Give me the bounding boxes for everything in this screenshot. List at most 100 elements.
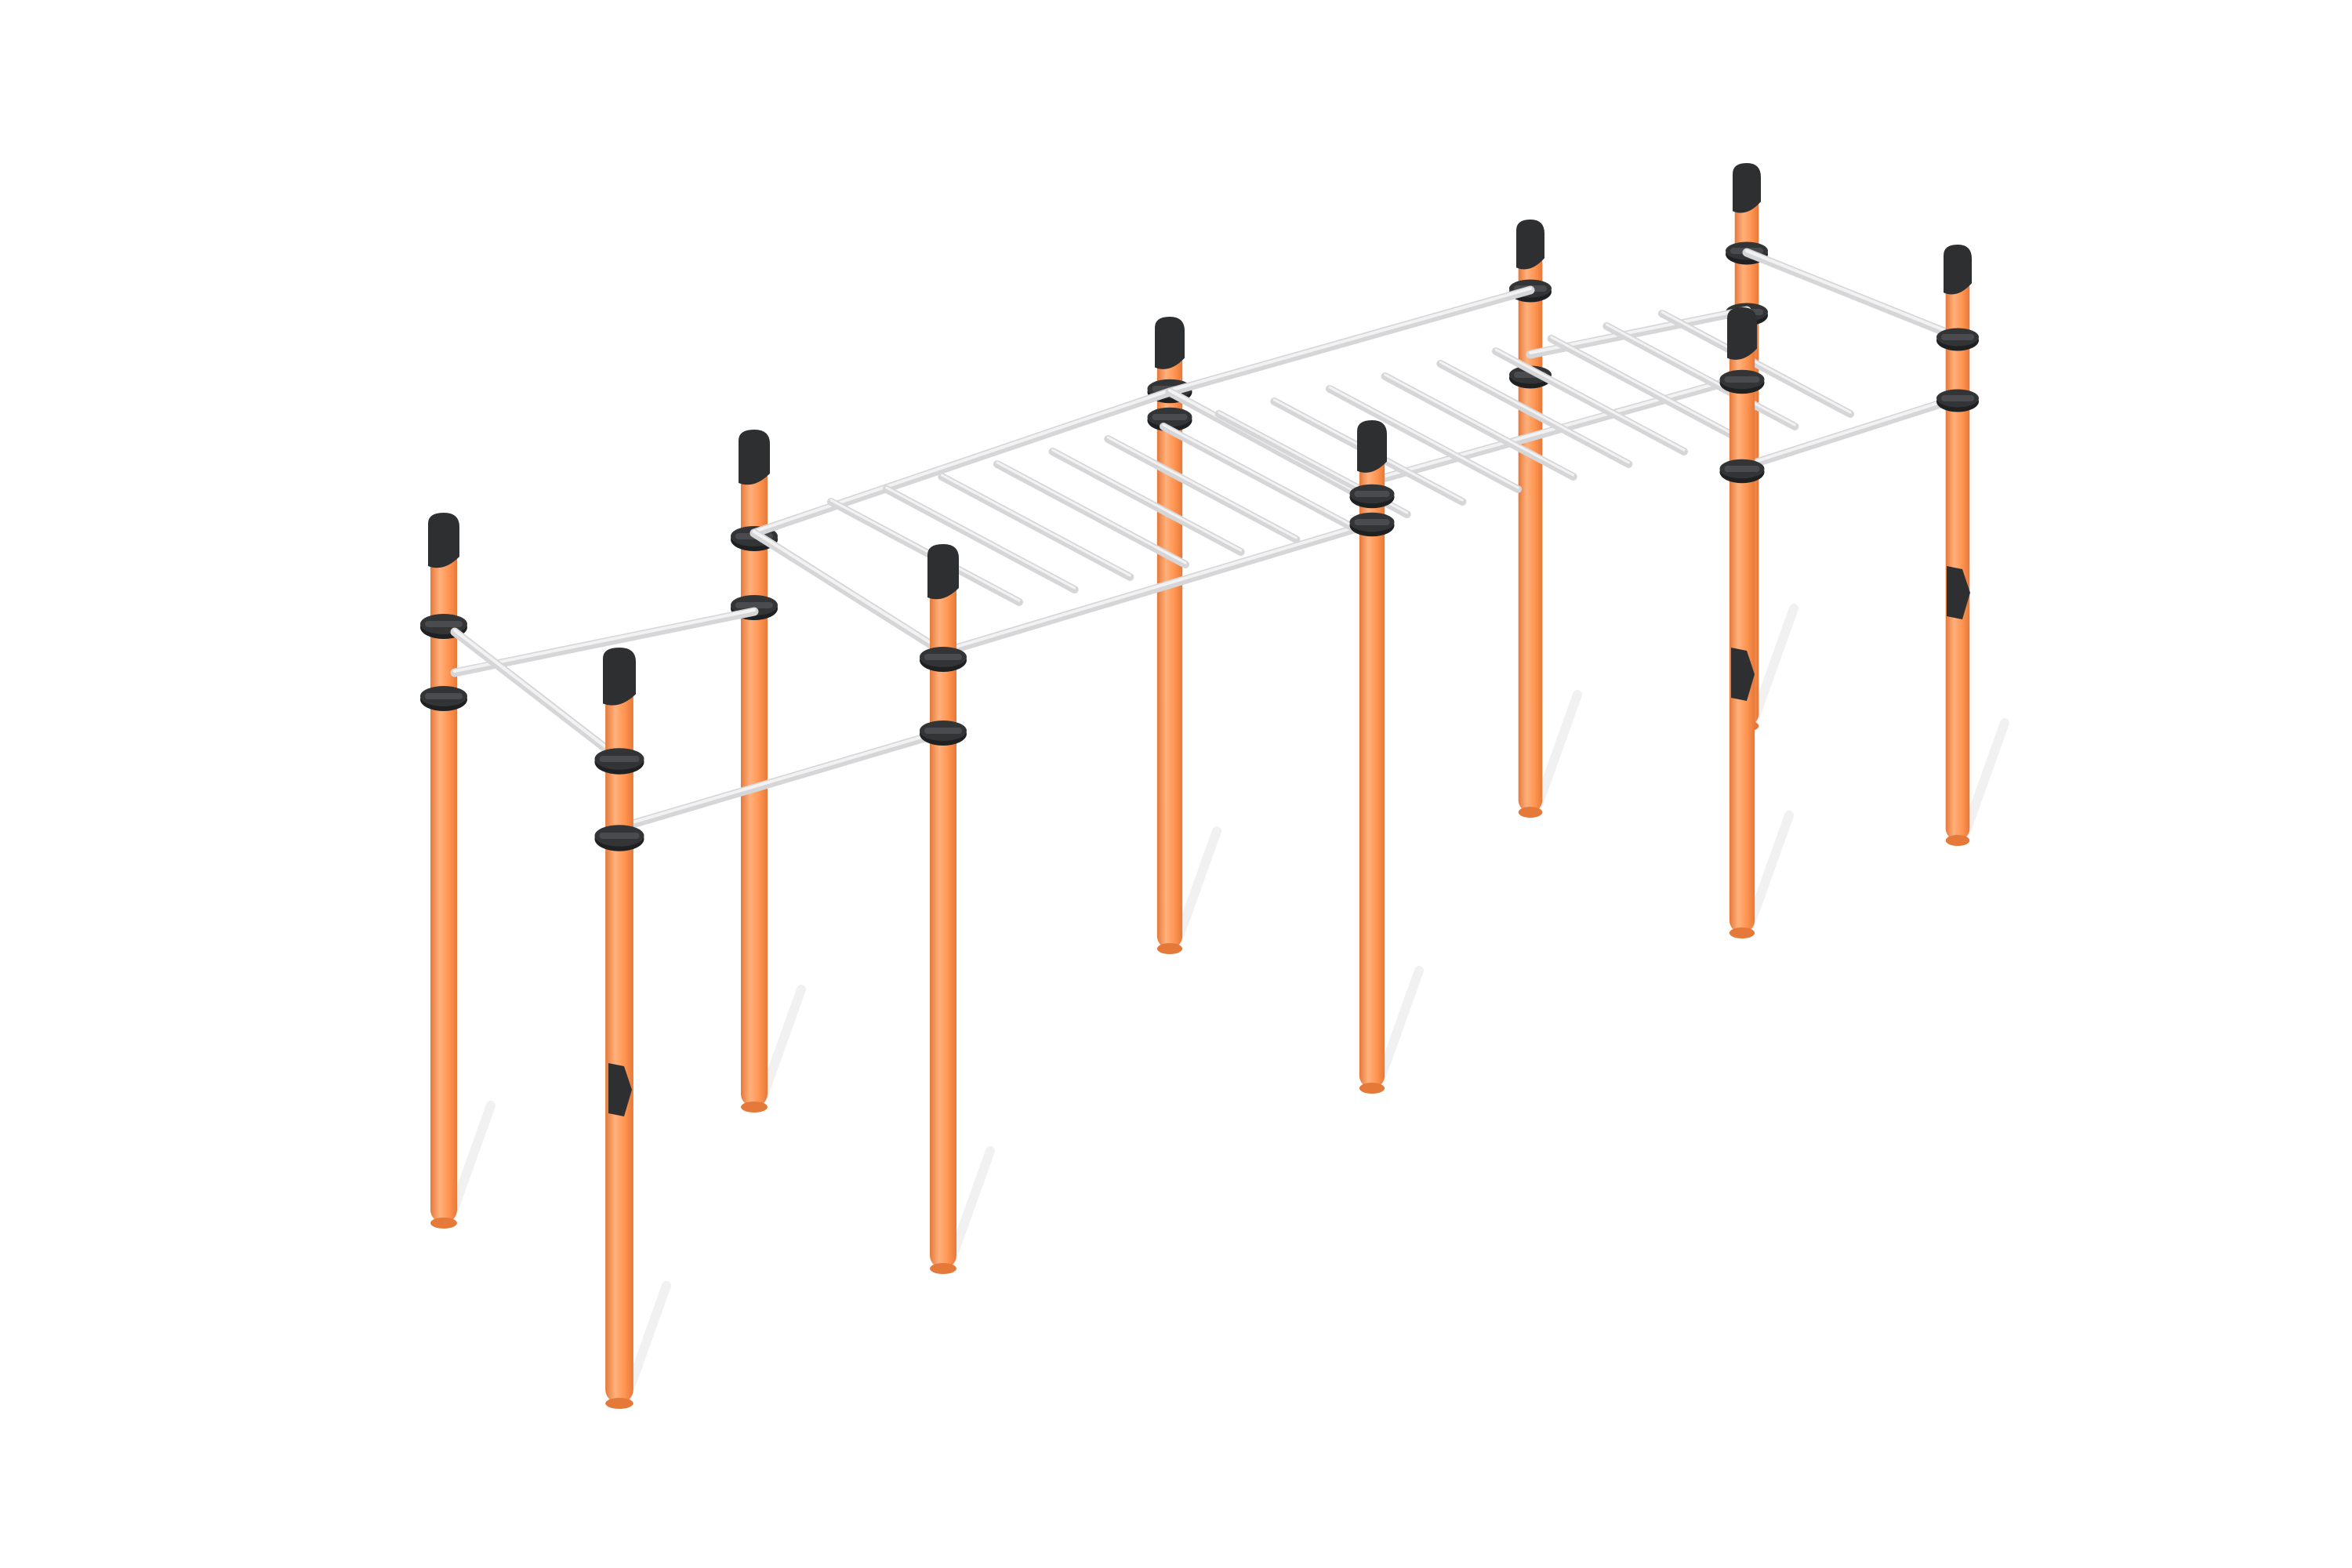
ladder-rung-highlight bbox=[940, 474, 1131, 577]
ladder-rung-highlight bbox=[1661, 310, 1852, 414]
post-shadow bbox=[1961, 718, 2009, 837]
crossbar-highlight bbox=[453, 629, 621, 759]
ladder-rung bbox=[938, 473, 1134, 581]
pipe-clamp-band bbox=[425, 693, 463, 699]
pipe-clamp-band bbox=[425, 621, 463, 627]
ladder-rung bbox=[1104, 435, 1301, 543]
pipe-clamp-band bbox=[1724, 376, 1760, 383]
crossbars-and-rungs bbox=[450, 248, 1962, 833]
ladder-rung bbox=[993, 460, 1189, 568]
ladder-rung-highlight bbox=[1384, 373, 1575, 477]
black-post-cap-icon bbox=[739, 430, 770, 485]
post-foot bbox=[1359, 1083, 1385, 1094]
black-post-cap-icon bbox=[1155, 317, 1185, 369]
post-p1 bbox=[420, 513, 467, 1229]
pipe-clamp-band bbox=[1941, 395, 1974, 401]
post-shadow bbox=[1534, 690, 1582, 809]
post-shadow bbox=[1745, 811, 1794, 930]
post-shadow bbox=[622, 1281, 671, 1400]
ladder-rung bbox=[827, 498, 1023, 606]
ladder-rung bbox=[1326, 385, 1522, 493]
black-post-cap-icon bbox=[1727, 307, 1757, 360]
ladder-rung-highlight bbox=[885, 486, 1076, 590]
black-post-cap-icon bbox=[1733, 163, 1761, 213]
post-foot bbox=[1945, 835, 1970, 846]
post-shadow bbox=[946, 1146, 995, 1265]
orange-post bbox=[1518, 251, 1543, 812]
pipe-clamp-band bbox=[924, 654, 962, 660]
orange-post bbox=[1729, 339, 1755, 933]
ladder-rung-highlight bbox=[996, 461, 1187, 564]
ladder-rung bbox=[882, 485, 1079, 593]
pipe-clamp-band bbox=[1354, 491, 1390, 497]
crossbar-highlight bbox=[1740, 395, 1959, 467]
ladder-rung-highlight bbox=[1162, 423, 1353, 527]
post-p5 bbox=[1147, 317, 1192, 954]
orange-post bbox=[930, 575, 956, 1269]
ladder-rung bbox=[1436, 360, 1633, 468]
post-shadow bbox=[447, 1101, 495, 1220]
ladder-rung-highlight bbox=[1051, 448, 1243, 552]
crossbar-highlight bbox=[453, 608, 756, 673]
black-post-cap-icon bbox=[1516, 220, 1544, 270]
black-post-cap-icon bbox=[428, 513, 459, 568]
ground-shadows bbox=[447, 604, 2009, 1400]
ladder-rung-highlight bbox=[1439, 361, 1630, 464]
ladder-rung bbox=[1381, 372, 1577, 481]
black-post-cap-icon bbox=[927, 544, 959, 600]
post-p2 bbox=[594, 648, 644, 1409]
post-p6 bbox=[1349, 420, 1395, 1094]
post-foot bbox=[1518, 807, 1543, 818]
pipe-clamp-band bbox=[1152, 414, 1188, 420]
ladder-rung-highlight bbox=[1550, 336, 1741, 439]
orange-post bbox=[605, 679, 633, 1403]
pipe-clamp-band bbox=[599, 756, 640, 762]
post-p10 bbox=[1936, 245, 1979, 846]
crossbar-highlight bbox=[618, 729, 945, 828]
pipe-clamp-band bbox=[1941, 334, 1974, 340]
front-layer bbox=[594, 245, 1979, 1409]
ladder-rung bbox=[1602, 322, 1799, 430]
post-shadow bbox=[1375, 966, 1424, 1085]
post-foot bbox=[605, 1398, 633, 1409]
post-foot bbox=[1156, 943, 1183, 954]
black-post-cap-icon bbox=[1357, 420, 1387, 473]
ladder-rung-highlight bbox=[1494, 348, 1686, 452]
crossbar-highlight bbox=[1168, 287, 1532, 392]
post-shadow bbox=[1173, 826, 1221, 946]
crossbar-highlight bbox=[753, 530, 945, 652]
crossbar-highlight bbox=[942, 521, 1374, 652]
post-shadow bbox=[1750, 604, 1798, 723]
pipe-clamp-band bbox=[1724, 466, 1760, 472]
ladder-rung bbox=[1048, 448, 1245, 556]
orange-post bbox=[1156, 348, 1183, 949]
black-post-cap-icon bbox=[603, 648, 636, 706]
ladder-rung bbox=[1547, 335, 1744, 443]
ladder-rung-highlight bbox=[1328, 386, 1519, 489]
pipe-clamp-band bbox=[599, 833, 640, 839]
orange-post bbox=[430, 544, 457, 1223]
pipe-clamp-band bbox=[1354, 519, 1390, 525]
ladder-rung-highlight bbox=[1605, 323, 1796, 426]
ladder-rung-highlight bbox=[1106, 436, 1298, 539]
orange-post bbox=[1945, 276, 1970, 840]
post-shadow bbox=[757, 985, 806, 1104]
post-foot bbox=[1729, 927, 1755, 938]
post-p4 bbox=[920, 544, 967, 1274]
black-post-cap-icon bbox=[1944, 245, 1972, 295]
black-side-bracket-icon bbox=[1947, 566, 1970, 619]
ladder-rung-highlight bbox=[829, 499, 1021, 602]
pipe-clamp-band bbox=[924, 728, 962, 734]
crossbar-highlight bbox=[1745, 249, 1959, 337]
post-foot bbox=[430, 1218, 457, 1229]
ladder-rung bbox=[1492, 347, 1688, 456]
orange-post bbox=[1359, 452, 1385, 1088]
ladder-rung bbox=[1658, 310, 1854, 418]
pipe-clamp-band bbox=[735, 602, 773, 608]
black-side-bracket-icon bbox=[608, 1063, 632, 1116]
post-foot bbox=[930, 1263, 956, 1274]
post-p9 bbox=[1719, 307, 1765, 938]
post-foot bbox=[741, 1102, 768, 1112]
black-side-bracket-icon bbox=[1731, 648, 1755, 701]
